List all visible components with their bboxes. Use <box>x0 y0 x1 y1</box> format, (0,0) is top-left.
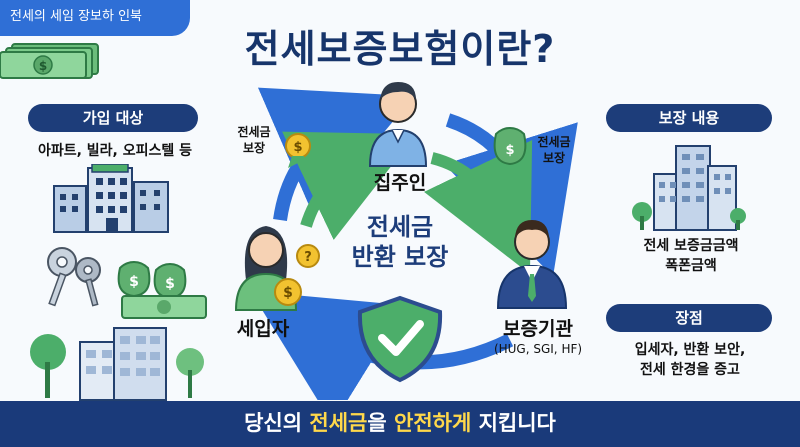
apartment-buildings-icon <box>53 164 169 233</box>
svg-text:$: $ <box>39 59 47 73</box>
corner-tag: 전세의 세임 장보하 인북 <box>0 0 190 36</box>
landlord-person-icon <box>368 82 428 167</box>
keys-icon <box>47 247 101 307</box>
right-moneybag-icon <box>493 126 527 166</box>
arrow-green-left <box>282 131 417 240</box>
money-stack-icon: $ <box>0 43 99 79</box>
city-buildings-icon <box>632 145 746 231</box>
title-suffix: 이란? <box>460 27 556 71</box>
svg-text:?: ? <box>304 250 312 265</box>
title-main: 전세보증보험 <box>244 27 461 71</box>
merit-text: 입세자, 반환 보안,전세 한경을 증고 <box>634 342 746 378</box>
svg-text:$: $ <box>505 143 514 158</box>
money-bags-icon: $ $ <box>117 260 207 319</box>
shield-check-icon <box>357 295 443 383</box>
office-building-icon <box>30 327 204 401</box>
arrow-green-right <box>423 139 533 275</box>
page-title: 전세보증보험이란? <box>0 18 800 73</box>
landlord-label: 집주인 <box>373 172 427 194</box>
guarantor-label: 보증기관 <box>503 318 573 340</box>
svg-text:$: $ <box>293 140 302 155</box>
merit-pill: 장점 <box>606 304 772 332</box>
cycle-diagram: $ $ $ ? <box>234 82 578 400</box>
target-items: 아파트, 빌라, 오피스텔 등 <box>37 143 193 159</box>
guarantor-sub-label: (HUG, SGI, HF) <box>493 342 583 356</box>
tenant-person-icon: $ ? <box>234 226 320 311</box>
svg-text:$: $ <box>129 274 139 290</box>
target-pill: 가입 대상 <box>28 104 198 132</box>
tenant-label: 세입자 <box>236 318 290 340</box>
svg-text:$: $ <box>283 285 293 301</box>
footer-banner: 당신의 전세금을 안전하게 지킵니다 <box>0 401 800 447</box>
svg-text:$: $ <box>165 276 175 292</box>
guarantor-person-icon <box>496 220 568 309</box>
coverage-pill: 보장 내용 <box>606 104 772 132</box>
